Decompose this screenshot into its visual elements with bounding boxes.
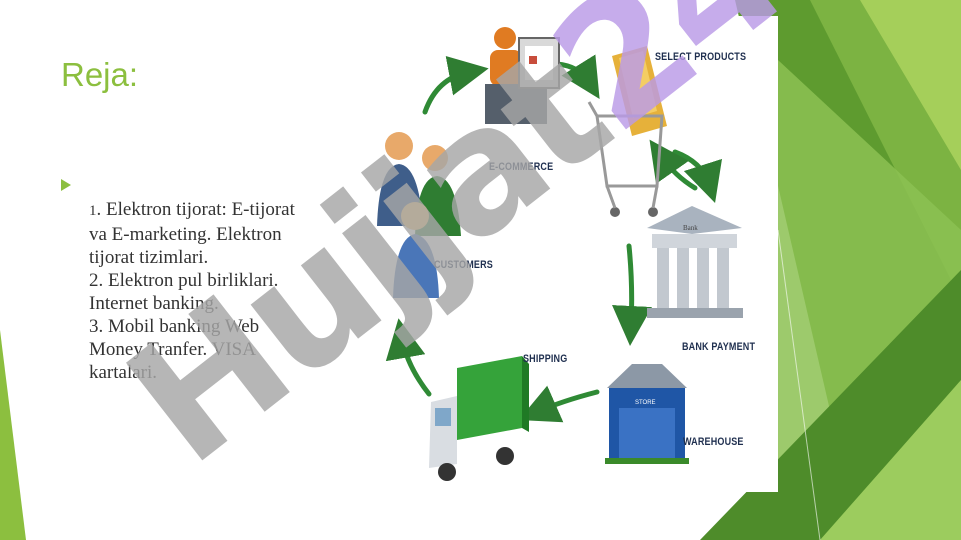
shipping-label: SHIPPING — [523, 353, 568, 365]
body-line-1: 1. Elektron tijorat: E-tijorat — [89, 198, 364, 223]
ecommerce-diagram: Bank STORE E-COMMERCE SELECT PRODUCTS — [357, 16, 778, 492]
body-line-6: 3. Mobil banking Web — [89, 316, 260, 337]
cycle-arrow-icon — [385, 54, 722, 423]
ecommerce-label: E-COMMERCE — [489, 161, 554, 173]
warehouse-label: WAREHOUSE — [683, 436, 744, 448]
body-line-3: tijorat tizimlari. — [89, 247, 209, 268]
cycle-illustration: Bank STORE — [377, 27, 743, 481]
body-line-4: 2. Elektron pul birliklari. — [89, 270, 279, 291]
deco-shape-bottom-light — [820, 380, 961, 540]
list-number: 1 — [89, 203, 97, 219]
bank-sign-label: Bank — [683, 224, 698, 232]
body-line-5: Internet banking. — [89, 293, 219, 314]
bullet-icon — [61, 179, 71, 191]
customers-label: CUSTOMERS — [434, 259, 493, 271]
body-line-2: va E-marketing. Elektron — [89, 224, 282, 245]
shopping-cart-icon — [587, 46, 667, 217]
select-products-label: SELECT PRODUCTS — [655, 51, 747, 63]
deco-shape-light — [860, 0, 961, 170]
customers-icon — [377, 132, 461, 298]
bank-icon: Bank — [647, 206, 743, 318]
slide-title: Reja: — [61, 56, 139, 93]
bank-payment-label: BANK PAYMENT — [682, 341, 756, 353]
store-sign-label: STORE — [635, 400, 656, 406]
truck-icon — [429, 356, 529, 481]
slide-body: 1. Elektron tijorat: E-tijorat va E-mark… — [89, 198, 364, 384]
deco-shape-left — [0, 330, 26, 540]
body-line-8: kartalari. — [89, 362, 158, 383]
warehouse-icon: STORE — [605, 364, 689, 464]
body-line-7: Money Tranfer. VISA — [89, 339, 256, 360]
body-line-text: . Elektron tijorat: E-tijorat — [96, 199, 295, 220]
laptop-user-icon — [485, 27, 560, 124]
